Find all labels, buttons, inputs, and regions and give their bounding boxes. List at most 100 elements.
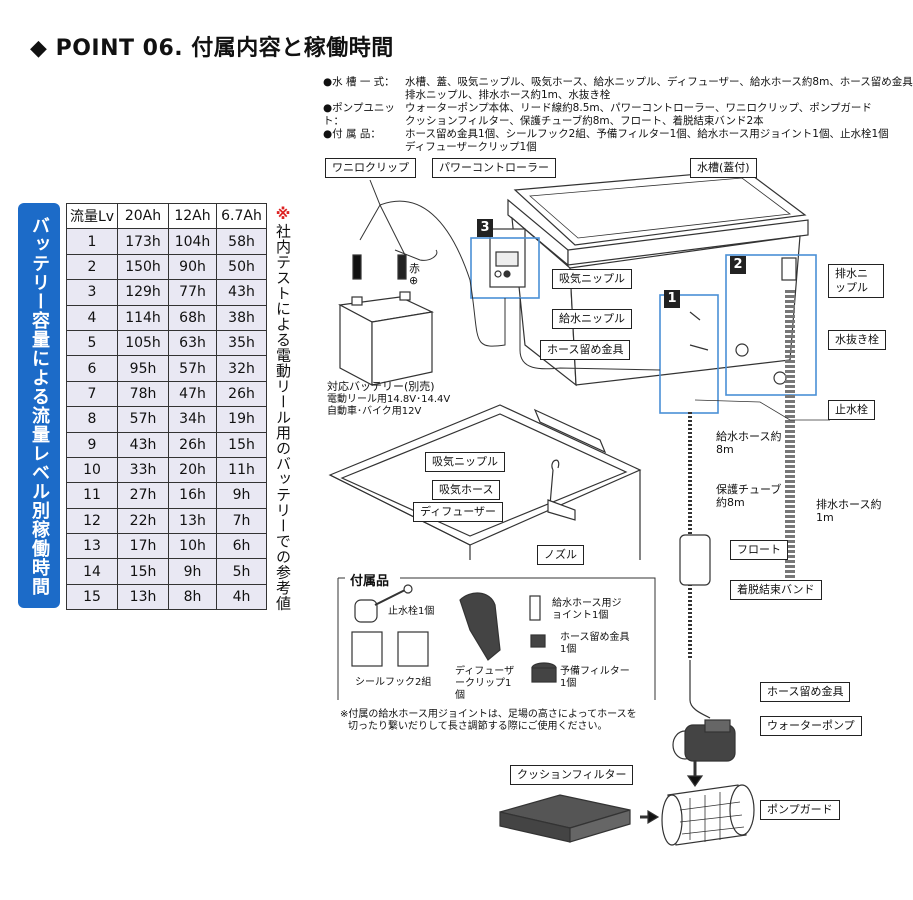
- table-cell: 32h: [216, 355, 267, 382]
- acc-seal-hook: シールフック2組: [355, 677, 432, 688]
- contents-label: ●水 槽 一 式：: [323, 76, 395, 88]
- contents-row: ●付 属 品： ホース留め金具1個、シールフック2組、予備フィルター1個、給水ホ…: [323, 128, 893, 154]
- table-cell: 43h: [117, 431, 169, 458]
- table-cell: 10h: [168, 533, 217, 560]
- pump-drawing: [672, 719, 736, 762]
- table-cell: 4h: [216, 583, 267, 611]
- table-cell: 77h: [168, 279, 217, 306]
- callout-pump-guard: ポンプガード: [760, 800, 840, 820]
- contents-line: ウォーターポンプ本体、リード線約8.5m、パワーコントローラー、ワニロクリップ、…: [405, 102, 872, 114]
- callout-float: フロート: [730, 540, 788, 560]
- table-cell: 19h: [216, 406, 267, 433]
- table-cell: 68h: [168, 304, 217, 331]
- table-cell: 26h: [216, 380, 267, 408]
- table-cell: 8: [66, 406, 118, 433]
- table-cell: 173h: [117, 228, 169, 255]
- contents-label: ●付 属 品：: [323, 128, 381, 140]
- table-cell: 105h: [117, 329, 169, 357]
- callout-intake-hose: 吸気ホース: [432, 480, 501, 500]
- table-cell: 63h: [168, 329, 217, 357]
- table-cell: 15h: [216, 431, 267, 458]
- contents-line: ディフューザークリップ1個: [405, 141, 537, 153]
- label-protect-tube: 保護チューブ約8m: [716, 483, 782, 509]
- contents-line: 排水ニップル、排水ホース約1m、水抜き栓: [405, 89, 611, 101]
- table-cell: 11h: [216, 456, 267, 484]
- contents-label: ●ポンプユニット：: [323, 102, 395, 127]
- table-cell: 15: [66, 583, 118, 611]
- table-cell: 38h: [216, 304, 267, 331]
- box-2: [725, 254, 817, 396]
- table-header: 6.7Ah: [216, 202, 267, 230]
- table-cell: 6: [66, 355, 118, 382]
- table-cell: 27h: [117, 482, 169, 509]
- table-header: 20Ah: [117, 202, 169, 230]
- note-text: 社内テストによる電動リール用のバッテリーでの参考値: [274, 223, 292, 612]
- table-cell: 50h: [216, 253, 267, 281]
- page-title: ◆ POINT 06. 付属内容と稼働時間: [30, 36, 394, 61]
- table-cell: 10: [66, 456, 118, 484]
- table-cell: 2: [66, 253, 118, 281]
- tank-drawing: [489, 169, 809, 387]
- marker-3: 3: [477, 219, 493, 237]
- table-cell: 95h: [117, 355, 169, 382]
- contents-line: 水槽、蓋、吸気ニップル、吸気ホース、給水ニップル、ディフューザー、給水ホース約8…: [405, 76, 913, 88]
- contents-line: ホース留め金具1個、シールフック2組、予備フィルター1個、給水ホース用ジョイント…: [405, 128, 889, 140]
- callout-intake-nipple: 吸気ニップル: [552, 269, 632, 289]
- table-cell: 33h: [117, 456, 169, 484]
- label-drain-hose: 排水ホース約1m: [816, 498, 882, 524]
- callout-hose-clamp-2: ホース留め金具: [760, 682, 851, 702]
- table-cell: 9h: [168, 558, 217, 585]
- table-cell: 13h: [168, 507, 217, 535]
- callout-drain-nipple: 排水ニップル: [828, 264, 884, 298]
- table-cell: 104h: [168, 228, 217, 255]
- table-cell: 90h: [168, 253, 217, 281]
- battery-line-2: 自動車･バイク用12V: [327, 406, 422, 417]
- battery-plus-label: ⊕: [409, 274, 419, 287]
- table-cell: 15h: [117, 558, 169, 585]
- table-cell: 43h: [216, 279, 267, 306]
- reference-note: ※社内テストによる電動リール用のバッテリーでの参考値: [274, 205, 292, 611]
- contents-row: ●ポンプユニット： ウォーターポンプ本体、リード線約8.5m、パワーコントローラ…: [323, 102, 893, 128]
- table-cell: 3: [66, 279, 118, 306]
- table-cell: 26h: [168, 431, 217, 458]
- table-cell: 13h: [117, 583, 169, 611]
- contents-row: ●水 槽 一 式： 水槽、蓋、吸気ニップル、吸気ホース、給水ニップル、ディフュー…: [323, 76, 913, 102]
- table-cell: 13: [66, 533, 118, 560]
- acc-filter: 予備フィルター1個: [560, 666, 630, 689]
- pump-guard-drawing: [661, 784, 755, 846]
- callout-tank: 水槽(蓋付): [690, 158, 757, 178]
- contents-line: クッションフィルター、保護チューブ約8m、フロート、着脱結束バンド2本: [405, 115, 764, 127]
- marker-2: 2: [730, 256, 746, 274]
- acc-diffuser-clip: ディフューザークリップ1個: [455, 666, 515, 701]
- callout-intake-nipple-2: 吸気ニップル: [425, 452, 505, 472]
- table-cell: 150h: [117, 253, 169, 281]
- callout-cushion-filter: クッションフィルター: [510, 765, 634, 785]
- table-cell: 57h: [117, 406, 169, 433]
- runtime-side-label: バッテリー容量による流量レベル別稼働時間: [18, 203, 60, 608]
- battery-line-1: 電動リール用14.8V･14.4V: [327, 394, 451, 405]
- contents-list: ●水 槽 一 式： 水槽、蓋、吸気ニップル、吸気ホース、給水ニップル、ディフュー…: [323, 76, 913, 154]
- footnote-line-2: 切ったり繋いだりして長さ調節する際にご使用ください。: [348, 721, 608, 732]
- table-header: 流量Lv: [66, 202, 118, 230]
- table-cell: 34h: [168, 406, 217, 433]
- callout-drain-plug: 水抜き栓: [828, 330, 886, 350]
- callout-nozzle: ノズル: [537, 545, 584, 565]
- callout-pump: ウォーターポンプ: [760, 716, 862, 736]
- callout-diffuser: ディフューザー: [413, 502, 504, 522]
- note-mark: ※: [274, 205, 292, 224]
- accessories-title: 付属品: [347, 570, 393, 589]
- table-cell: 58h: [216, 228, 267, 255]
- table-header: 12Ah: [168, 202, 217, 230]
- label-supply-hose: 給水ホース約8m: [716, 430, 782, 456]
- table-cell: 7h: [216, 507, 267, 535]
